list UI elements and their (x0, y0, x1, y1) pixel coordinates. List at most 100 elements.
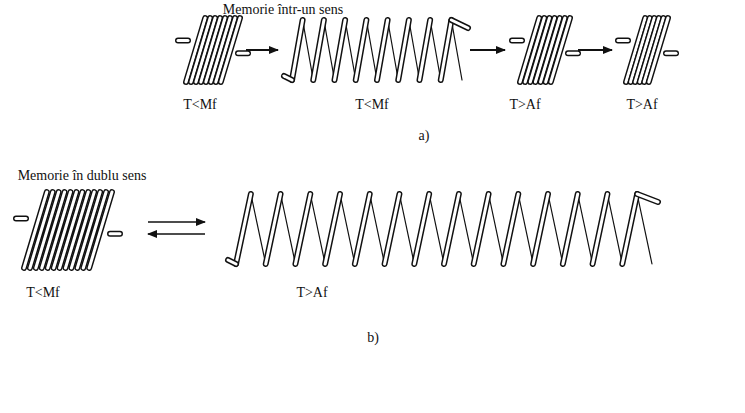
coil-stroke (637, 194, 658, 202)
coil-stroke (221, 18, 240, 82)
coil-stroke (414, 194, 429, 264)
coil-stroke (649, 18, 668, 82)
coil-stroke (295, 194, 310, 264)
coil-stroke (325, 194, 340, 264)
temperature-label: T<Mf (183, 97, 217, 113)
coil-stroke (563, 194, 578, 264)
coil-stroke (451, 20, 468, 28)
coil-stroke (533, 194, 548, 264)
coil-stroke (335, 20, 346, 80)
coil-stroke (512, 37, 522, 43)
coil-stroke (238, 52, 248, 55)
coil-stroke (459, 194, 474, 264)
coil-stroke (451, 20, 468, 28)
coil-stroke (236, 194, 251, 264)
coil-stroke (178, 37, 188, 43)
coil-stroke (568, 52, 578, 55)
temperature-label: T>Af (296, 285, 327, 301)
coil-stroke (295, 194, 310, 264)
coil-stroke (441, 20, 452, 80)
coil-stroke (370, 194, 385, 264)
coil-stroke (533, 194, 548, 264)
coil-stroke (16, 217, 26, 220)
coil-stroke (548, 194, 563, 264)
coil-stroke (618, 39, 628, 42)
arrow (148, 221, 205, 223)
coil-stroke (622, 194, 637, 264)
coil-stroke (593, 194, 608, 264)
coil-stroke (356, 20, 367, 80)
coil-stroke (335, 20, 346, 80)
coil-stroke (310, 194, 325, 264)
coil-stroke (618, 37, 628, 43)
coil-stroke (251, 194, 266, 264)
panel-label: b) (367, 330, 379, 346)
arrow (246, 49, 278, 51)
coil-stroke (430, 20, 441, 80)
coil-stroke (292, 20, 303, 80)
coil-stroke (568, 50, 578, 56)
coil-stroke (89, 192, 112, 268)
coil-stroke (355, 194, 370, 264)
coil-stroke (578, 194, 593, 264)
coil-stroke (110, 232, 120, 235)
panel-label: a) (419, 128, 430, 144)
section-heading: Memorie în dublu sens (18, 168, 147, 184)
coil-stroke (399, 194, 414, 264)
coil-stroke (420, 20, 431, 80)
coil-stroke (551, 18, 570, 82)
coil-stroke (366, 20, 377, 80)
coil-stroke (503, 194, 518, 264)
coil-stroke (451, 20, 462, 80)
coil-stroke (345, 20, 356, 80)
coil-stroke (178, 39, 188, 42)
coil-stroke (409, 20, 420, 80)
arrow (578, 49, 612, 51)
coil-stroke (441, 20, 452, 80)
coil-stroke (266, 194, 281, 264)
coil-stroke (355, 194, 370, 264)
coil-stroke (666, 52, 676, 55)
coil-stroke (518, 194, 533, 264)
coil-stroke (292, 20, 303, 80)
coil-stroke (221, 18, 240, 82)
coil-stroke (303, 20, 314, 80)
coil-stroke (388, 20, 399, 80)
coil-stroke (325, 194, 340, 264)
coil-stroke (324, 20, 335, 80)
coil-stroke (313, 20, 324, 80)
coil-stroke (444, 194, 459, 264)
coil-stroke (551, 18, 570, 82)
coil-stroke (474, 194, 489, 264)
temperature-label: T>Af (509, 97, 540, 113)
coil-stroke (89, 192, 112, 268)
coil-stroke (398, 20, 409, 80)
coil-stroke (313, 20, 324, 80)
coil-stroke (444, 194, 459, 264)
coil-stroke (340, 194, 355, 264)
coil-stroke (266, 194, 281, 264)
temperature-label: T<Mf (355, 97, 389, 113)
coil-stroke (622, 194, 637, 264)
coil-stroke (512, 39, 522, 42)
coil-stroke (429, 194, 444, 264)
coil-stroke (356, 20, 367, 80)
coil-stroke (563, 194, 578, 264)
coil-stroke (236, 194, 251, 264)
coil-stroke (503, 194, 518, 264)
coil-stroke (593, 194, 608, 264)
coil-stroke (385, 194, 400, 264)
coil-stroke (238, 50, 248, 56)
coil-stroke (649, 18, 668, 82)
coil-stroke (377, 20, 388, 80)
coil-stroke (385, 194, 400, 264)
coil-stroke (637, 194, 652, 264)
arrow (148, 233, 205, 235)
coil-stroke (414, 194, 429, 264)
coil-stroke (420, 20, 431, 80)
coil-stroke (607, 194, 622, 264)
temperature-label: T<Mf (26, 285, 60, 301)
section-heading: Memorie într-un sens (223, 2, 343, 18)
coil-stroke (281, 194, 296, 264)
